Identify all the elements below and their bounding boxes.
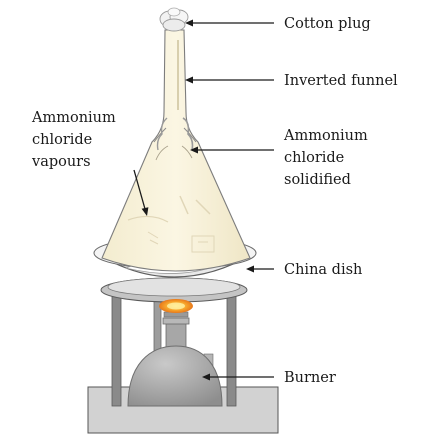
label-burner: Burner xyxy=(284,370,336,386)
burner-flame xyxy=(159,299,193,313)
tripod-stand xyxy=(100,277,248,407)
leader-lines xyxy=(133,19,274,381)
ammonium-chloride-solidified-deposit xyxy=(156,117,194,151)
label-ammonium-chloride-vapours: Ammonium chloride vapours xyxy=(31,110,120,170)
label-cotton-plug: Cotton plug xyxy=(284,16,371,32)
label-ammonium-chloride-solidified-line-3: solidified xyxy=(284,172,351,188)
label-ammonium-chloride-vapours-line-2: chloride xyxy=(32,132,92,148)
burner xyxy=(127,311,223,407)
cotton-plug xyxy=(159,7,189,32)
label-china-dish: China dish xyxy=(284,262,362,278)
label-inverted-funnel: Inverted funnel xyxy=(284,73,398,89)
label-ammonium-chloride-vapours-line-3: vapours xyxy=(31,154,91,170)
label-ammonium-chloride-solidified: Ammonium chloride solidified xyxy=(283,128,372,188)
inverted-funnel xyxy=(101,29,251,272)
label-ammonium-chloride-solidified-line-1: Ammonium xyxy=(283,128,368,144)
label-ammonium-chloride-solidified-line-2: chloride xyxy=(284,150,344,166)
label-ammonium-chloride-vapours-line-1: Ammonium xyxy=(31,110,116,126)
